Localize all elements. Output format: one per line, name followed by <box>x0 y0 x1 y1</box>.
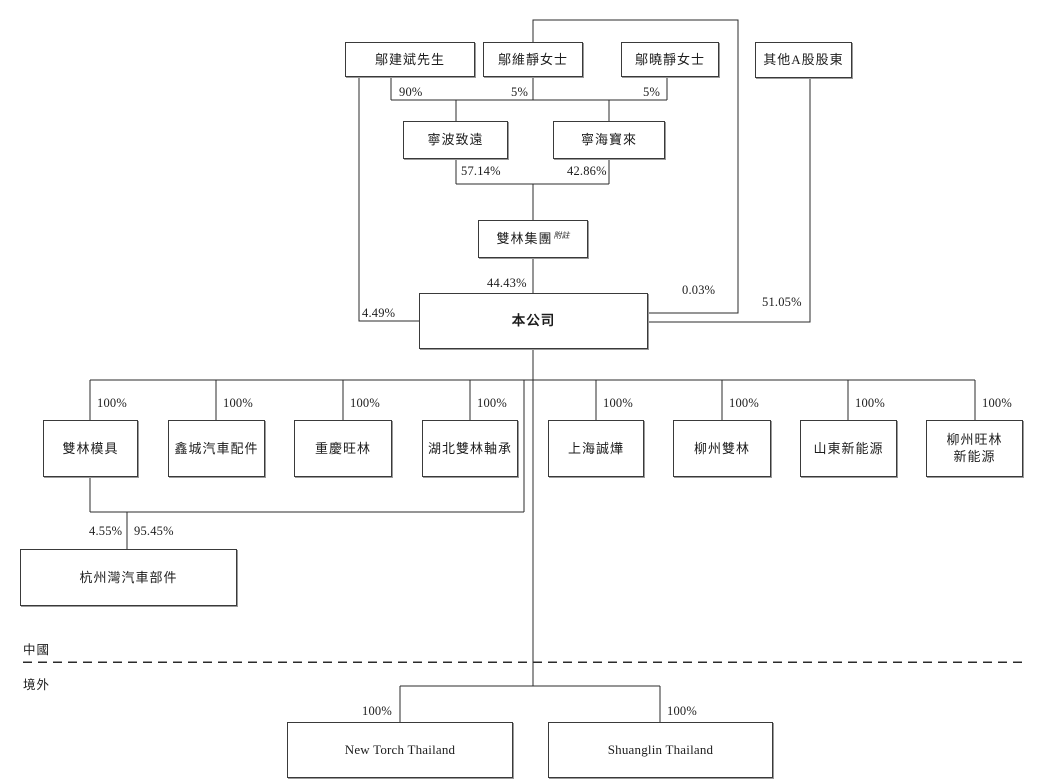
pct-shanghai-chengye: 100% <box>603 396 633 410</box>
node-label: 其他A股股東 <box>763 52 844 68</box>
pct-baolai-to-shuanglin-group: 42.86% <box>567 164 607 178</box>
node-ningbo-zhiyuan: 寧波致遠 <box>403 121 508 159</box>
pct-xincheng-auto-parts: 100% <box>223 396 253 410</box>
pct-other-a-to-company: 51.05% <box>762 295 802 309</box>
pct-liuzhou-shuanglin: 100% <box>729 396 759 410</box>
node-label: Shuanglin Thailand <box>607 742 714 758</box>
node-shandong-new-energy: 山東新能源 <box>800 420 897 477</box>
node-label: 山東新能源 <box>813 440 884 456</box>
pct-chongqing-wanglin: 100% <box>350 396 380 410</box>
node-shuanglin-thailand: Shuanglin Thailand <box>548 722 773 778</box>
node-new-torch-thailand: New Torch Thailand <box>287 722 513 778</box>
node-label: 柳州旺林 新能源 <box>946 431 1003 464</box>
node-shuanglin-group: 雙林集團附註 <box>478 220 588 258</box>
pct-xiaojing-to-group: 5% <box>643 85 661 99</box>
node-label: 鄔曉靜女士 <box>634 51 705 67</box>
pct-hubei-shuanglin-bearing: 100% <box>477 396 507 410</box>
pct-jianbin-to-company: 4.49% <box>362 306 396 320</box>
pct-zhiyuan-to-shuanglin-group: 57.14% <box>461 164 501 178</box>
node-hangzhou-bay-auto-parts: 杭州灣汽車部件 <box>20 549 237 606</box>
node-label: 雙林集團附註 <box>496 230 570 247</box>
node-company: 本公司 <box>419 293 648 349</box>
node-label: 鄔維靜女士 <box>497 51 568 67</box>
node-label: 上海誠燁 <box>567 440 624 456</box>
node-label: 寧波致遠 <box>427 132 484 148</box>
node-xincheng-auto-parts: 鑫城汽車配件 <box>168 420 265 477</box>
node-label: 鄔建斌先生 <box>374 51 445 67</box>
pct-weijing-to-group: 5% <box>511 85 529 99</box>
node-label: 柳州雙林 <box>693 440 750 456</box>
node-shuanglin-mould: 雙林模具 <box>43 420 138 477</box>
node-label: 鑫城汽車配件 <box>174 440 259 456</box>
node-label: 寧海寶來 <box>580 132 637 148</box>
pct-shuanglin-mould: 100% <box>97 396 127 410</box>
node-label: 湖北雙林軸承 <box>427 440 512 456</box>
pct-liuzhou-wanglin-new-energy: 100% <box>982 396 1012 410</box>
pct-shuanglin-thailand: 100% <box>667 704 697 718</box>
node-wu-xiaojing: 鄔曉靜女士 <box>621 42 719 77</box>
pct-new-torch-thailand: 100% <box>362 704 392 718</box>
node-label: New Torch Thailand <box>344 742 456 758</box>
node-hubei-shuanglin-bearing: 湖北雙林軸承 <box>422 420 518 477</box>
pct-weijing-to-company: 0.03% <box>682 283 716 297</box>
node-label: 雙林模具 <box>62 440 119 456</box>
region-label-overseas: 境外 <box>23 678 51 692</box>
node-wu-jianbin: 鄔建斌先生 <box>345 42 475 77</box>
node-shanghai-chengye: 上海誠燁 <box>548 420 644 477</box>
pct-jianbin-to-group: 90% <box>399 85 423 99</box>
node-label: 杭州灣汽車部件 <box>79 569 178 585</box>
node-liuzhou-shuanglin: 柳州雙林 <box>673 420 771 477</box>
pct-group-to-company: 44.43% <box>487 276 527 290</box>
region-label-china: 中國 <box>23 643 51 657</box>
node-chongqing-wanglin: 重慶旺林 <box>294 420 392 477</box>
pct-mould-to-hangzhou-bay: 4.55% <box>89 524 123 538</box>
pct-company-to-hangzhou-bay: 95.45% <box>134 524 174 538</box>
node-label: 重慶旺林 <box>314 440 371 456</box>
node-other-a-shareholders: 其他A股股東 <box>755 42 852 78</box>
node-ninghai-baolai: 寧海寶來 <box>553 121 665 159</box>
note-superscript: 附註 <box>553 230 570 240</box>
node-wu-weijing: 鄔維靜女士 <box>483 42 583 77</box>
pct-shandong-new-energy: 100% <box>855 396 885 410</box>
node-label: 本公司 <box>511 312 556 328</box>
node-liuzhou-wanglin-new-energy: 柳州旺林 新能源 <box>926 420 1023 477</box>
